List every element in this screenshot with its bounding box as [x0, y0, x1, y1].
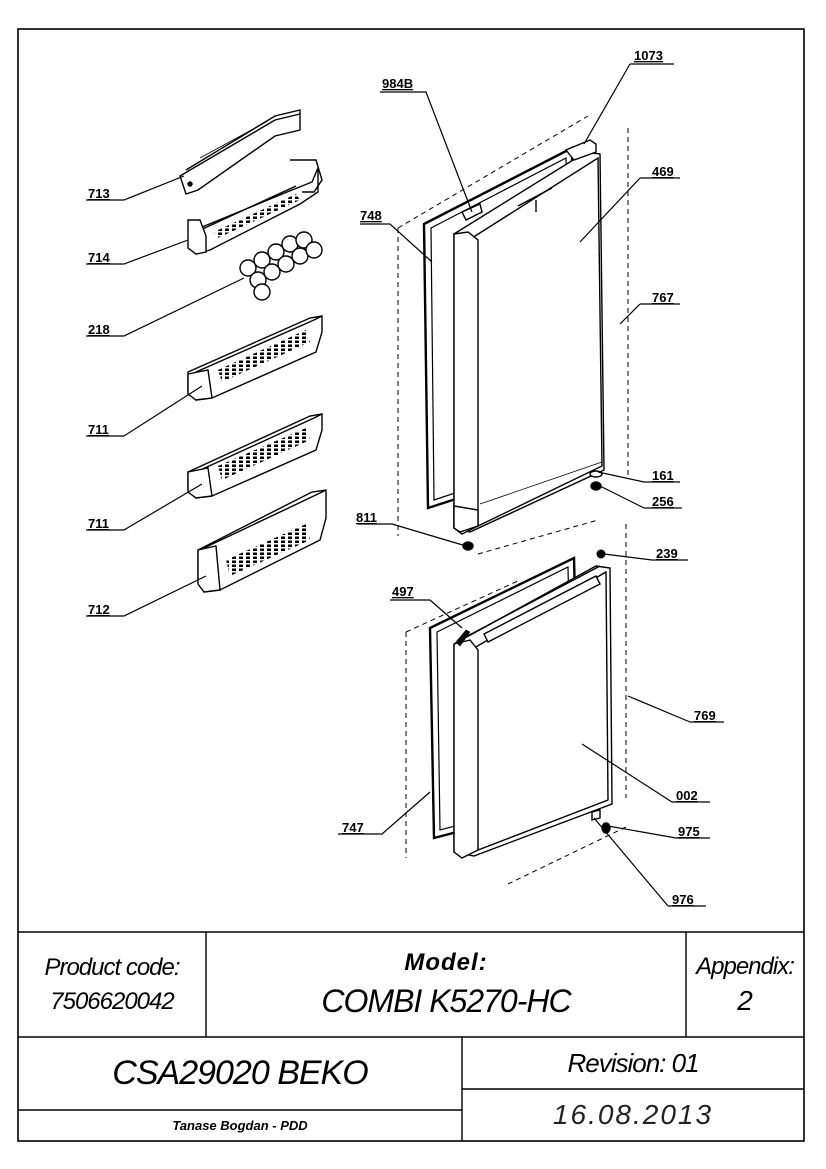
- callout-767: 767: [652, 290, 674, 305]
- appendix-cell: Appendix: 2: [686, 932, 804, 1037]
- callout-1073: 1073: [634, 48, 663, 63]
- title-block-grid: [18, 931, 804, 1141]
- drawing-name-cell: CSA29020 BEKO: [18, 1037, 462, 1110]
- construction-lines-upper: [397, 115, 629, 555]
- appendix-label: Appendix:: [696, 952, 795, 980]
- callout-497: 497: [392, 584, 414, 599]
- callout-811: 811: [356, 510, 377, 525]
- callout-256: 256: [652, 494, 674, 509]
- author: Tanase Bogdan - PDD: [172, 1118, 308, 1133]
- callout-711-upper: 711: [88, 422, 109, 437]
- model-value: COMBI K5270-HC: [321, 983, 571, 1019]
- part-811-door-stop: [462, 541, 474, 551]
- leader-lines: [86, 63, 724, 907]
- callout-469: 469: [652, 164, 674, 179]
- callout-984B: 984B: [382, 76, 413, 91]
- construction-lines-lower: [405, 524, 629, 885]
- part-239-screw: [596, 549, 606, 559]
- part-218-egg-tray: [239, 231, 323, 301]
- callout-747: 747: [342, 820, 364, 835]
- part-711-balcony-upper: [187, 315, 323, 401]
- callout-002: 002: [676, 788, 698, 803]
- date: 16.08.2013: [552, 1099, 714, 1130]
- callout-711-lower: 711: [88, 516, 109, 531]
- callout-713: 713: [88, 186, 110, 201]
- callout-161: 161: [652, 468, 674, 483]
- part-712-bottle-balcony: [197, 489, 327, 593]
- part-713-shelf-cover: [179, 109, 301, 195]
- product-code-cell: Product code: 7506620042: [18, 932, 206, 1037]
- drawing-name: CSA29020 BEKO: [112, 1054, 368, 1092]
- callout-218: 218: [88, 322, 110, 337]
- revision-cell: Revision: 01: [462, 1037, 804, 1089]
- drawing-frame: [17, 28, 805, 1142]
- part-714-door-shelf: [187, 159, 323, 255]
- callout-748: 748: [360, 208, 382, 223]
- appendix-value: 2: [737, 984, 753, 1016]
- model-cell: Model: COMBI K5270-HC: [206, 932, 686, 1037]
- callout-975: 975: [678, 824, 700, 839]
- parts-161-256-hinge-bushings: [589, 470, 603, 491]
- part-002-lower-door: [453, 565, 613, 859]
- callout-239: 239: [656, 546, 678, 561]
- author-cell: Tanase Bogdan - PDD: [18, 1110, 462, 1141]
- callout-769: 769: [694, 708, 716, 723]
- model-label: Model:: [404, 949, 488, 976]
- product-code-value: 7506620042: [50, 987, 174, 1015]
- part-711-balcony-lower: [187, 413, 323, 499]
- callout-714: 714: [88, 250, 110, 265]
- parts-975-976-bottom-hinge: [591, 809, 611, 834]
- callout-712: 712: [88, 602, 110, 617]
- product-code-label: Product code:: [44, 953, 180, 981]
- part-469-upper-door: [453, 151, 605, 535]
- date-cell: 16.08.2013: [462, 1089, 804, 1141]
- callout-976: 976: [672, 892, 694, 907]
- revision: Revision: 01: [567, 1047, 699, 1078]
